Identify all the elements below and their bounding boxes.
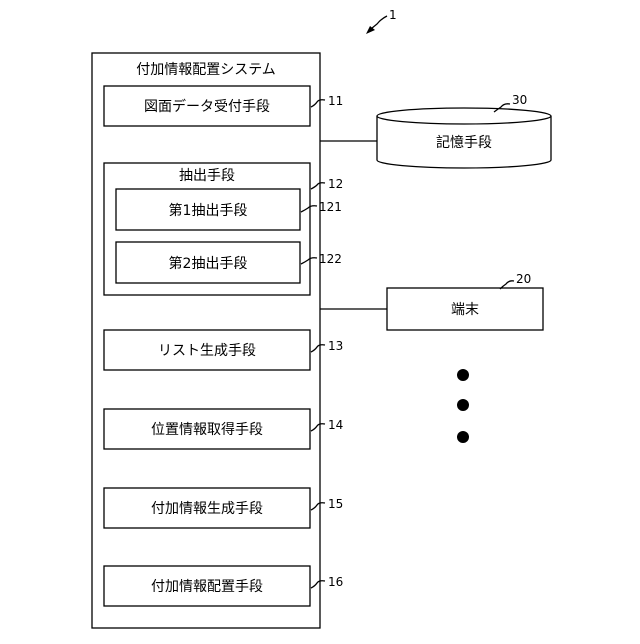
storage-cylinder-top [377,108,551,124]
ref-number: 20 [516,272,531,286]
figure-ref-group: 1 [366,8,397,34]
subcomponent-label: 第2抽出手段 [169,255,248,272]
component-drawing-data-receiver: 図面データ受付手段 11 [104,86,343,126]
storage-label: 記憶手段 [436,134,492,151]
ellipsis-dot [457,399,469,411]
component-position-info-acquirer: 位置情報取得手段 14 [104,409,343,449]
component-additional-info-generator: 付加情報生成手段 15 [104,488,343,528]
component-additional-info-placer: 付加情報配置手段 16 [104,566,343,606]
component-label: 位置情報取得手段 [151,421,263,438]
system-title: 付加情報配置システム [136,62,276,78]
terminal-block: 端末 20 [387,272,543,330]
storage-block: 記憶手段 30 [377,93,551,168]
ref-number: 13 [328,339,343,353]
component-label: 図面データ受付手段 [144,98,270,115]
component-label: 抽出手段 [179,168,235,184]
subcomponent-label: 第1抽出手段 [169,202,248,219]
more-terminals-ellipsis [457,369,469,443]
ellipsis-dot [457,369,469,381]
ellipsis-dot [457,431,469,443]
ref-number: 11 [328,94,343,108]
ref-number: 122 [319,252,342,266]
ref-number: 12 [328,177,343,191]
ref-number: 15 [328,497,343,511]
component-label: リスト生成手段 [158,343,256,359]
figure-ref-number: 1 [389,8,397,22]
ref-number: 30 [512,93,527,107]
component-extraction: 抽出手段 12 第1抽出手段 121 第2抽出手段 122 [104,163,343,295]
component-label: 付加情報生成手段 [151,501,263,517]
component-list-generator: リスト生成手段 13 [104,330,343,370]
terminal-label: 端末 [451,302,479,318]
component-label: 付加情報配置手段 [151,579,263,595]
ref-number: 16 [328,575,343,589]
ref-number: 14 [328,418,343,432]
ref-number: 121 [319,200,342,214]
